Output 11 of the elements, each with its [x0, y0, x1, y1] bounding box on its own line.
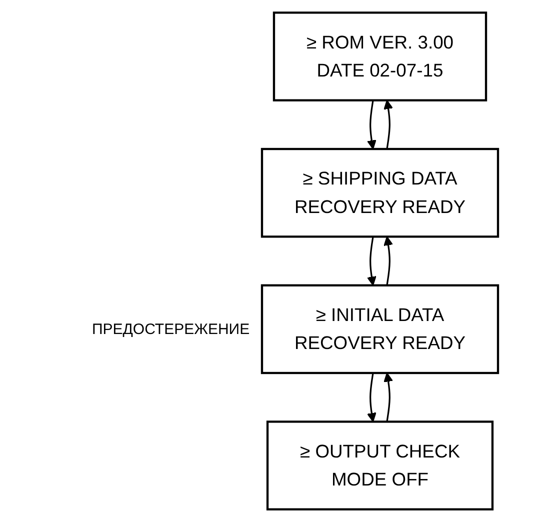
node-box: ≥ ROM VER. 3.00 DATE 02-07-15	[272, 12, 488, 102]
arrow	[384, 100, 394, 150]
arrow	[366, 236, 376, 286]
arrow	[384, 372, 394, 422]
arrow	[384, 236, 394, 286]
node-box: ≥ OUTPUT CHECK MODE OFF	[266, 420, 494, 510]
node-box: ≥ INITIAL DATA RECOVERY READY	[260, 284, 500, 374]
node-box: ≥ SHIPPING DATA RECOVERY READY	[260, 148, 500, 238]
caution-label: ПРЕДОСТЕРЕЖЕНИЕ	[92, 320, 250, 338]
arrow	[366, 100, 376, 150]
arrow	[366, 372, 376, 422]
